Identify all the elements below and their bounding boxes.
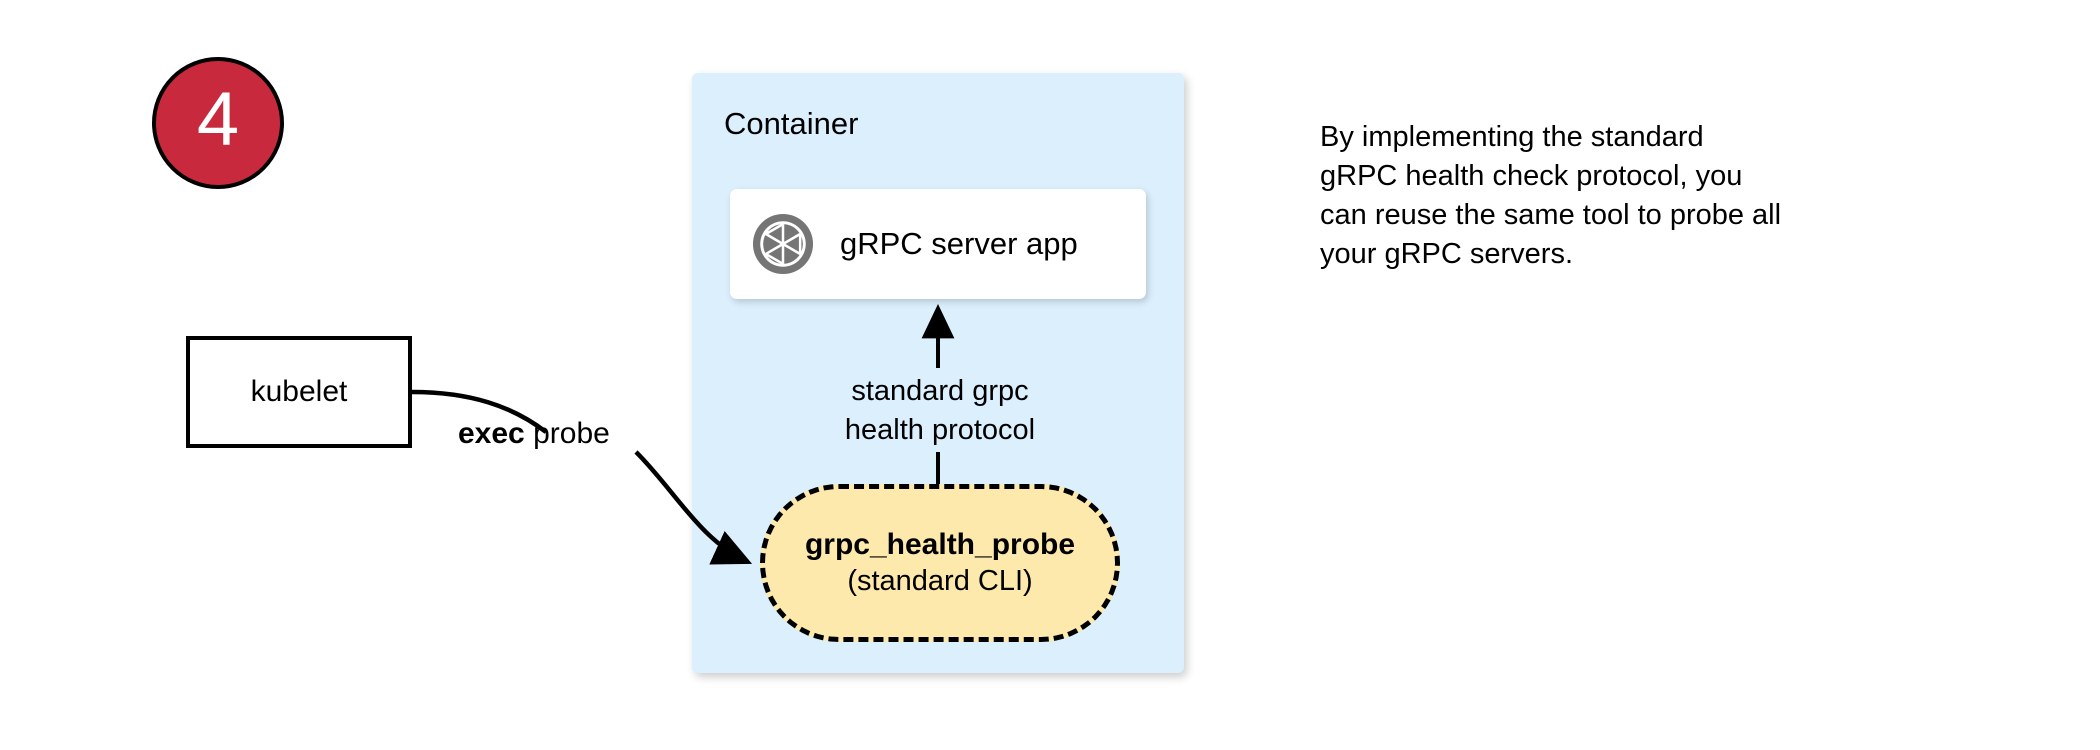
edge-label-standard-grpc-health-protocol: standard grpc health protocol bbox=[838, 372, 1042, 449]
edge-label-protocol-line2: health protocol bbox=[844, 413, 1036, 446]
container-label: Container bbox=[724, 106, 859, 141]
grpc-health-probe-subtitle: (standard CLI) bbox=[847, 564, 1033, 597]
step-badge-number: 4 bbox=[196, 77, 240, 162]
edge-label-exec-probe: exec probe bbox=[458, 416, 610, 452]
caption-line-3: can reuse the same tool to probe all bbox=[1320, 199, 1782, 231]
caption-line-1: By implementing the standard bbox=[1320, 121, 1704, 153]
caption-text: By implementing the standard gRPC health… bbox=[1320, 118, 1920, 274]
edge-label-exec-rest: probe bbox=[524, 417, 610, 450]
grpc-health-probe-title: grpc_health_probe bbox=[804, 528, 1076, 562]
grpc-server-app-label: gRPC server app bbox=[840, 226, 1078, 262]
kubelet-label: kubelet bbox=[250, 375, 348, 408]
grpc-server-app-card: gRPC server app bbox=[730, 189, 1146, 299]
edge-label-exec-bold: exec bbox=[458, 417, 525, 450]
edge-label-protocol-line1: standard grpc bbox=[851, 375, 1029, 407]
step-badge: 4 bbox=[152, 57, 284, 189]
caption-line-4: your gRPC servers. bbox=[1320, 238, 1574, 270]
grpc-health-probe-node: grpc_health_probe (standard CLI) bbox=[760, 484, 1120, 642]
caption-line-2: gRPC health check protocol, you bbox=[1320, 160, 1743, 192]
grpc-aperture-icon bbox=[752, 213, 814, 275]
kubelet-node: kubelet bbox=[186, 336, 412, 448]
